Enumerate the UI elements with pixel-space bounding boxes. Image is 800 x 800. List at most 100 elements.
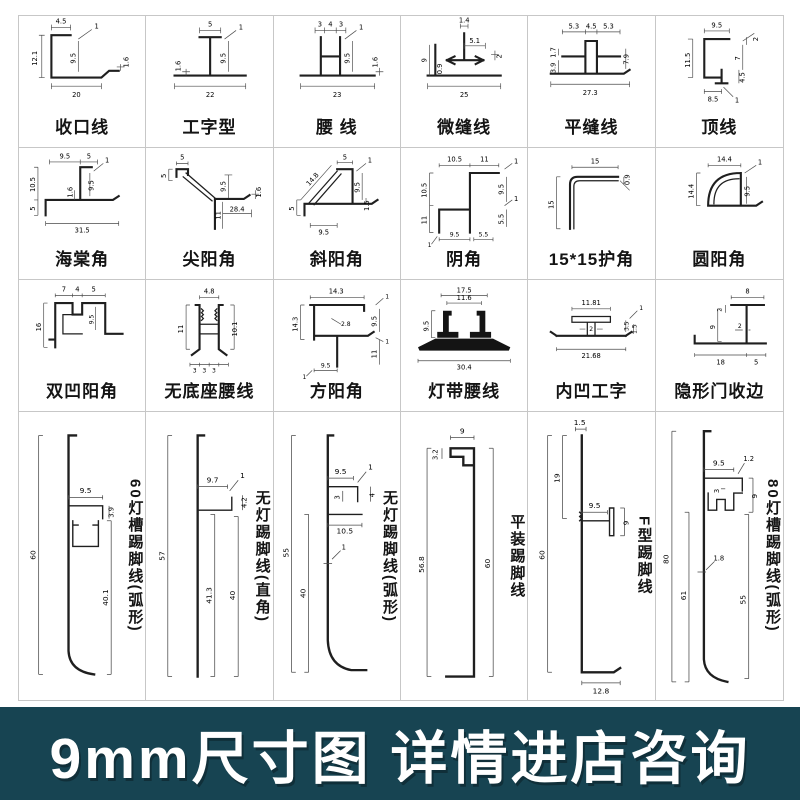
profile-cell: 9.5 5 10.5 5 1 9.5 1.6 31.5 海棠角 [19, 148, 147, 280]
dim-text: 1 [385, 293, 389, 300]
dim-text: 28.4 [230, 205, 245, 213]
profile-label: 收口线 [55, 118, 110, 137]
dim-text: 1 [514, 195, 518, 203]
profile-cell: 14.4 14.4 9.5 1 圆阳角 [655, 148, 783, 280]
profile-cell: 15 15 0.9 15*15护角 [528, 148, 656, 280]
dim-text: 9 [622, 520, 631, 525]
profile-drawing: 4.8 11 10.1 3 3 3 [178, 287, 240, 374]
dim-text: 60 [483, 558, 492, 568]
dim-text: 1 [758, 158, 762, 166]
dim-text: 21.68 [582, 352, 601, 360]
profile-label: 隐形门收边 [674, 382, 765, 401]
dim-text: 31.5 [75, 227, 90, 235]
dim-text: 8.5 [707, 96, 718, 104]
dim-text: 1.7 [550, 47, 558, 58]
dim-text: 5.3 [603, 23, 614, 31]
dim-text: 40 [228, 590, 237, 600]
dim-text: 11.5 [684, 53, 692, 68]
dim-text: 1 [385, 338, 389, 345]
dim-text: 1 [240, 471, 245, 480]
profile-cell: 80 61 9.5 1.2 3 9 1.8 55 80灯槽踢脚线(弧形) [656, 412, 783, 700]
profile-drawing: 9.5 5 10.5 5 1 9.5 1.6 31.5 [29, 153, 121, 235]
dim-text: 9.5 [334, 467, 346, 476]
profile-label: 无底座腰线 [164, 382, 255, 401]
dim-text: 14.3 [328, 287, 343, 295]
profile-drawing: 57 9.7 1 4.2 41.3 40 [158, 434, 249, 678]
profile-drawing: 14.4 14.4 9.5 1 [687, 155, 764, 207]
dim-text: 5.1 [469, 37, 480, 45]
dim-text: 11 [178, 325, 186, 334]
dim-text: 40 [298, 588, 307, 598]
dim-text: 9.5 [320, 363, 330, 370]
dim-text: 40.1 [101, 589, 110, 606]
dim-text: 3.9 [550, 63, 558, 74]
profile-drawing: 10.5 11 10.5 11 1 9.5 1 5.5 9.5 5.5 1 [421, 155, 519, 248]
dim-text: 11.81 [582, 299, 601, 307]
dim-text: 12.1 [31, 51, 39, 66]
dim-text: 1 [341, 544, 345, 552]
dim-text: 3.9 [107, 507, 115, 518]
profile-label: 无灯踢脚线(弧形) [381, 489, 398, 623]
dim-text: 5 [754, 359, 758, 367]
dim-text: 11 [421, 216, 429, 225]
profile-drawing: 14.3 14.3 2.8 9.5 1 1 11 9.5 1 [291, 287, 389, 380]
dim-text: 2 [496, 54, 504, 58]
dim-text: 9 [709, 325, 717, 329]
dim-text: 9.5 [318, 229, 329, 237]
profile-drawing: 15 15 0.9 [548, 157, 632, 230]
dim-text: 11 [480, 155, 489, 163]
profile-drawing: 17.5 11.6 9.5 30.4 [417, 287, 511, 371]
dim-text: 30.4 [457, 363, 472, 371]
profile-cell: 14.3 14.3 2.8 9.5 1 1 11 9.5 1 方阳角 [273, 280, 401, 412]
dim-text: 27.3 [583, 89, 598, 97]
dim-text: 9.5 [370, 316, 378, 327]
dim-text: 1.5 [363, 200, 371, 211]
dim-text: 9.5 [743, 186, 751, 197]
dim-text: 10.5 [29, 177, 37, 192]
dim-text: 2 [752, 37, 760, 41]
dim-text: 5.5 [479, 231, 489, 238]
profile-label: 双凹阳角 [46, 382, 119, 401]
dim-text: 10.5 [421, 183, 429, 198]
dim-text: 5 [208, 21, 212, 29]
profile-drawing: 60 9.5 3.9 40.1 [28, 434, 115, 676]
profile-drawing: 11.81 2 3.5 1.5 1 21.68 [549, 299, 644, 360]
dim-text: 9.5 [353, 182, 361, 193]
profile-cell: 3 4 3 1 9.5 1.6 23 腰 线 [273, 16, 401, 148]
dim-text: 9.5 [498, 184, 506, 195]
dim-text: 80 [661, 554, 670, 564]
dim-text: 15 [548, 200, 556, 209]
dim-text: 9.5 [450, 231, 460, 238]
dim-text: 11 [370, 350, 378, 359]
profile-label: 工字型 [182, 118, 237, 137]
dim-text: 55 [738, 595, 747, 605]
dim-text: 1 [640, 305, 644, 312]
dim-text: 1 [94, 23, 98, 31]
profile-cell: 1.4 5.1 2 9 0.9 25 微缝线 [401, 16, 529, 148]
dim-text: 9.5 [423, 321, 431, 332]
profile-label: 腰 线 [315, 118, 358, 137]
dim-text: 12.8 [593, 687, 610, 696]
dim-text: 9.5 [220, 181, 228, 192]
dim-text: 9.5 [88, 180, 96, 191]
dim-text: 5 [87, 153, 91, 161]
profile-label: 斜阳角 [309, 250, 364, 269]
dim-text: 10.5 [336, 527, 353, 536]
dim-text: 16 [35, 323, 43, 332]
dim-text: 5 [29, 206, 37, 210]
profile-cell: 9.5 11.5 2 7 4.5 8.5 1 顶线 [655, 16, 783, 148]
profile-drawing: 5 5 9.5 11 28.4 1.6 [160, 154, 263, 230]
profile-label: 圆阳角 [692, 250, 747, 269]
profile-cell: 1.5 19 60 9.5 9 12.8 F型踢脚线 [528, 412, 656, 700]
profile-drawing: 9.5 11.5 2 7 4.5 8.5 1 [684, 22, 760, 105]
profile-drawing: 55 40 9.5 1 3 4 10.5 1 [281, 434, 376, 673]
profile-grid: 4.5 1 12.1 9.5 1.6 20 收口线 5 1 9.5 [18, 15, 784, 701]
dim-text: 1 [302, 374, 306, 380]
dim-text: 1 [359, 23, 363, 31]
dim-text: 5 [180, 154, 184, 162]
profile-cell: 60 9.5 3.9 40.1 60灯槽踢脚线(弧形) [19, 412, 147, 700]
dim-text: 14.4 [717, 155, 732, 163]
profile-cell: 17.5 11.6 9.5 30.4 灯带腰线 [401, 280, 529, 412]
dim-text: 9.5 [711, 22, 722, 30]
dim-text: 5 [342, 154, 346, 162]
